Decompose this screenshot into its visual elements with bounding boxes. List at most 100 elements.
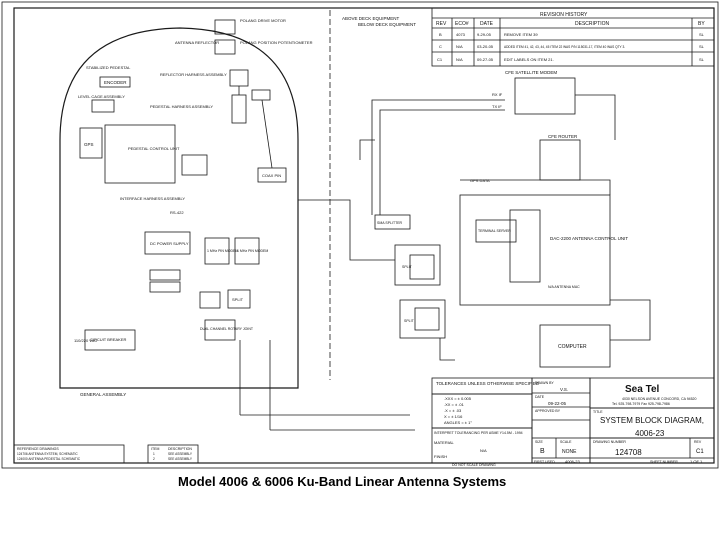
pcu-label: PEDESTAL CONTROL UNIT [128, 146, 180, 151]
pin-modem-label-2: 1 MHz PIN MODEM [237, 249, 268, 253]
stabilized-pedestal-label: STABILIZED PEDESTAL [86, 65, 131, 70]
rev-r1-by: SL [699, 32, 705, 37]
item-h-item: ITEM [151, 447, 159, 451]
interface-harness-label: INTERFACE HARNESS ASSEMBLY [120, 196, 185, 201]
pcu-side-box [181, 154, 208, 176]
tolerance-title: TOLERANCES UNLESS OTHERWISE SPECIFIED [436, 381, 540, 386]
coax-pin-label: COAX PIN [262, 173, 281, 178]
reference-row-2: 124000 ANTENNA PEDESTAL SCHEMATIC [17, 457, 81, 461]
schematic-sheet: ABOVE DECK EQUIPMENT BELOW DECK EQUIPMEN… [1, 1, 719, 469]
rev-h-rev: REV [436, 21, 447, 27]
rev-r2-date: 03-20-05 [477, 44, 494, 49]
rev-r1-date: 9-29-05 [477, 32, 492, 37]
reference-drawings-title: REFERENCE DRAWINGS [17, 447, 59, 451]
base-assembly-label: GENERAL ASSEMBLY [80, 392, 126, 397]
rs422-label: RS-422 [170, 210, 184, 215]
schematic-drawing: ABOVE DECK EQUIPMENT BELOW DECK EQUIPMEN… [1, 1, 719, 469]
antenna-mac-label: N/A ANTENNA MAC [548, 285, 580, 289]
finish-label: FINISH [434, 454, 447, 459]
tolerance-line-4: X = ± 1/16 [444, 414, 463, 419]
terminal-server-box [475, 219, 517, 243]
rev-h-eco: ECO# [455, 21, 469, 27]
feed-box-1 [229, 69, 249, 87]
sheet-value: 1 OF 1 [690, 459, 703, 464]
below-mux-enclosure-2 [399, 299, 446, 339]
interpret-text: INTERPRET TOLERANCING PER ASME Y14.5M - … [434, 431, 523, 435]
dac-label: DAC-2200 ANTENNA CONTROL UNIT [550, 236, 628, 241]
rev-r3-desc: EDIT LABELS ON ITEM 21. [504, 57, 554, 62]
rev-label: REV [694, 440, 702, 444]
dc-power-box [144, 231, 191, 255]
tolerance-line-2: .XX = ± .01 [444, 402, 465, 407]
size-value: B [540, 448, 545, 455]
dwg-row [531, 437, 715, 459]
splitter-label: SMA SPLITTER [377, 221, 403, 225]
cable-coax [359, 139, 375, 160]
rev-r1-rev: B [439, 32, 442, 37]
polang-motor-box [214, 19, 236, 35]
polang-pot-box [214, 39, 236, 55]
cable-dac-computer [610, 299, 651, 341]
date-label: DATE [535, 395, 545, 399]
polang-pot-label: POLANG POSITION POTENTIOMETER [240, 40, 313, 45]
gps-data-label: GPS DATA [470, 178, 490, 183]
item-table [147, 444, 199, 464]
company-phone: Tel. 925-798-7979 Fax 925-798-7986 [612, 402, 670, 406]
reference-row-1: 124706 ANTENNA SYSTEM, SCHEMATIC [17, 452, 78, 456]
split-box-left [199, 291, 221, 309]
item-h-desc: DESCRIPTION [168, 447, 192, 451]
revision-title: REVISION HISTORY [540, 12, 588, 18]
gps-label: GPS [84, 142, 94, 147]
company-name: Sea Tel [625, 384, 659, 395]
rev-h-date: DATE [480, 21, 494, 27]
reference-drawings-table [13, 444, 125, 464]
polang-drive-label: POLANG DRIVE MOTOR [240, 18, 286, 23]
feed-box-2 [231, 94, 247, 124]
below-pin-modem-1 [409, 254, 435, 280]
cfe-modem-box [514, 77, 576, 115]
below-pin-modem-2 [414, 307, 440, 331]
rev-r3-rev: C1 [437, 57, 443, 62]
size-label: SIZE [535, 440, 543, 444]
rev-r2-rev: C [439, 44, 442, 49]
item-r2-desc: SEE ASSEMBLY [168, 457, 193, 461]
pin-modem-box-2 [234, 237, 260, 265]
rev-r3-date: 09-27-05 [477, 57, 494, 62]
rev-h-by: BY [698, 21, 705, 27]
below-split-label-2: SPLIT [404, 319, 415, 323]
cable-rx-if [371, 99, 505, 215]
below-split-label-1: SPLIT [402, 265, 413, 269]
rev-r3-eco: N/A [456, 57, 463, 62]
terminal-server-label: TERMINAL SERVER [478, 229, 511, 233]
above-deck-label: ABOVE DECK EQUIPMENT [342, 16, 400, 21]
rev-r1-eco: 4073 [456, 32, 466, 37]
tolerance-lines: .XXX = ± 0.005 .XX = ± .01 .X = ± .03 X … [444, 396, 472, 425]
split-box-above [227, 289, 251, 309]
split-label-above: SPLIT [232, 297, 244, 302]
antenna-reflector-label: ANTENNA REFLECTOR [175, 40, 219, 45]
title-value-2: 4006-23 [635, 429, 665, 438]
rev-value: C1 [696, 449, 704, 455]
material-label: MATERIAL [434, 440, 454, 445]
rev-h-desc: DESCRIPTION [575, 21, 610, 27]
dwg-value: 124708 [615, 448, 642, 457]
terminal-strip-2 [149, 281, 181, 293]
below-deck-label: BELOW DECK EQUIPMENT [358, 22, 416, 27]
dac-enclosure [459, 194, 611, 306]
splitter-box [374, 214, 411, 230]
caption-bar: Model 4006 & 6006 Ku-Band Linear Antenna… [0, 474, 720, 494]
circuit-breaker-label: CIRCUIT BREAKER [90, 337, 126, 342]
tolerance-line-3: .X = ± .03 [444, 408, 462, 413]
below-mux-enclosure-1 [394, 244, 441, 286]
rotary-joint-box [204, 319, 236, 341]
level-cage-box [91, 99, 115, 113]
level-cage-label: LEVEL CAGE ASSEMBLY [78, 94, 125, 99]
terminal-strip [149, 269, 181, 281]
scale-label: SCALE [560, 440, 572, 444]
feed-coax-line [261, 99, 273, 169]
drawn-by-label: DRAWN BY [535, 381, 554, 385]
do-not-scale: DO NOT SCALE DRAWING [452, 463, 496, 467]
cable-modem-router [575, 94, 616, 140]
computer-box [539, 324, 611, 368]
sheet-label: SHEET NUMBER [650, 460, 678, 464]
